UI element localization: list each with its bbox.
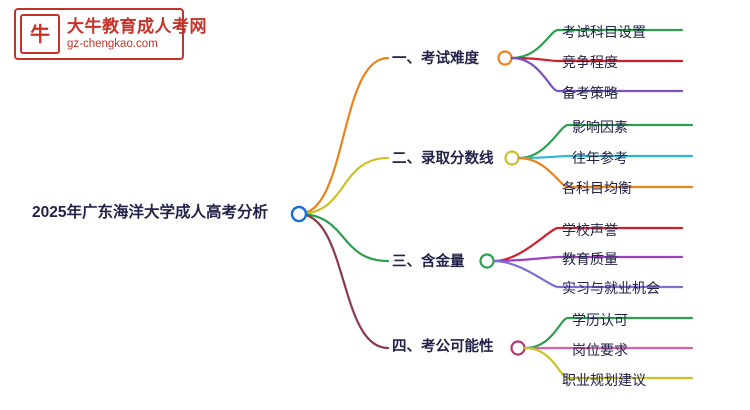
leaf-label-3-3: 实习与就业机会 (562, 280, 660, 296)
branch-label-3: 三、含金量 (392, 254, 465, 270)
leaf-label-3-2: 教育质量 (562, 251, 618, 267)
root-label: 2025年广东海洋大学成人高考分析 (32, 204, 268, 221)
logo-text-block: 大牛教育成人考网 gz-chengkao.com (67, 17, 207, 52)
leaf-label-2-1: 影响因素 (572, 119, 628, 135)
logo-subtitle: gz-chengkao.com (67, 37, 158, 50)
logo-mark-char: 牛 (20, 14, 60, 54)
leaf-label-2-2: 往年参考 (572, 150, 628, 166)
leaf-label-3-1: 学校声誉 (562, 222, 618, 238)
leaf-label-4-2: 岗位要求 (572, 342, 628, 358)
leaf-label-1-1: 考试科目设置 (562, 24, 646, 40)
ox-head-icon: 牛 (18, 12, 62, 56)
leaf-label-4-3: 职业规划建议 (562, 372, 646, 388)
logo-title: 大牛教育成人考网 (67, 16, 207, 36)
leaf-label-1-2: 竞争程度 (562, 54, 618, 70)
branch-label-1: 一、考试难度 (392, 51, 479, 67)
branch-label-2: 二、录取分数线 (392, 151, 494, 167)
branch-label-4: 四、考公可能性 (392, 339, 494, 355)
leaf-label-4-1: 学历认可 (572, 312, 628, 328)
leaf-label-1-3: 备考策略 (562, 85, 618, 101)
site-logo: 牛 大牛教育成人考网 gz-chengkao.com (14, 8, 207, 60)
leaf-label-2-3: 各科目均衡 (562, 180, 632, 196)
